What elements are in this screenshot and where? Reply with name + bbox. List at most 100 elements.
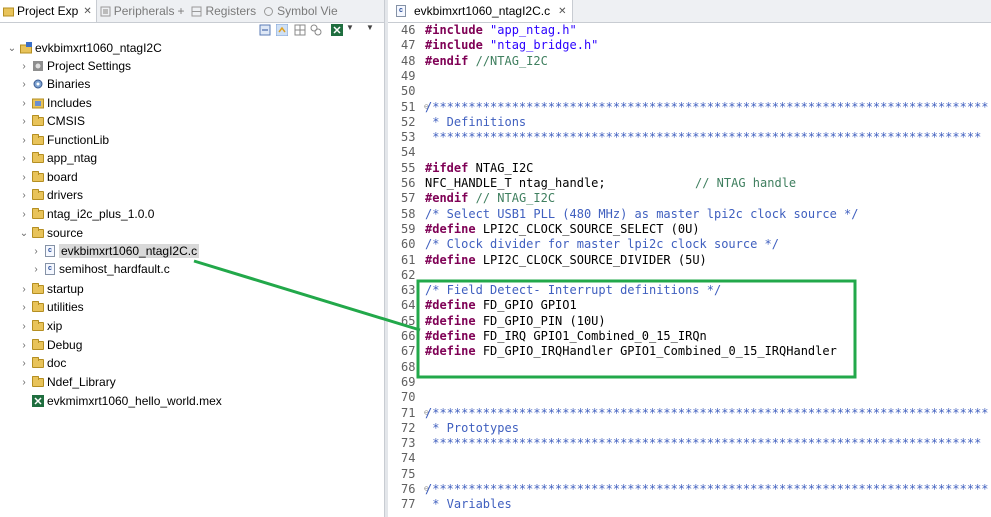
chevron-right-icon[interactable]: › <box>22 171 26 183</box>
chevron-right-icon[interactable]: › <box>22 301 26 313</box>
chevron-right-icon[interactable]: › <box>22 97 26 109</box>
folder-icon <box>32 357 44 369</box>
explorer-toolbar: ▼ ▼ <box>0 22 384 38</box>
tree-item-functionlib[interactable]: › FunctionLib <box>19 131 109 149</box>
left-view-tabbar: Project Exp ✕ Peripherals + Registers Sy… <box>0 0 384 23</box>
tree-item-source[interactable]: ⌄ source <box>19 224 83 242</box>
editor-tab[interactable]: c evkbimxrt1060_ntagI2C.c ✕ <box>388 0 574 22</box>
tab-label: Symbol Vie <box>277 4 338 18</box>
tree-item-xip[interactable]: › xip <box>19 317 62 335</box>
project-explorer-panel: Project Exp ✕ Peripherals + Registers Sy… <box>0 0 384 517</box>
tab-project-explorer[interactable]: Project Exp ✕ <box>0 0 97 22</box>
includes-icon <box>32 97 44 109</box>
code-line: 66#define FD_IRQ GPIO1_Combined_0_15_IRQ… <box>401 329 707 343</box>
view-menu-icon[interactable]: ▼ <box>366 23 374 32</box>
tree-item-ntag-i2c-plus[interactable]: › ntag_i2c_plus_1.0.0 <box>19 205 154 223</box>
fold-collapse-icon[interactable]: ⊖ <box>424 101 429 111</box>
chevron-right-icon[interactable]: › <box>34 263 38 275</box>
collapse-all-icon[interactable] <box>259 23 271 36</box>
chevron-right-icon[interactable]: › <box>22 60 26 72</box>
code-line: 72 * Prototypes <box>401 420 519 435</box>
chevron-right-icon[interactable]: › <box>22 115 26 127</box>
folder-icon <box>32 376 44 388</box>
chevron-right-icon[interactable]: › <box>22 208 26 220</box>
folder-icon <box>32 152 44 164</box>
tree-item-label: evkbimxrt1060_ntagI2C.c <box>59 244 200 258</box>
project-icon <box>20 42 32 54</box>
tree-item-cmsis[interactable]: › CMSIS <box>19 112 85 130</box>
tab-label: Project Exp <box>17 4 79 18</box>
tree-item-debug[interactable]: › Debug <box>19 336 82 354</box>
chevron-right-icon[interactable]: › <box>22 134 26 146</box>
tree-item-label: evkbimxrt1060_ntagI2C <box>35 41 162 55</box>
code-line: 46#include "app_ntag.h" <box>401 23 577 37</box>
chevron-right-icon[interactable]: › <box>22 78 26 90</box>
tab-symbol-viewer[interactable]: Symbol Vie <box>260 0 341 22</box>
tab-registers[interactable]: Registers <box>188 0 260 22</box>
tree-item-utilities[interactable]: › utilities <box>19 298 83 316</box>
folder-icon <box>32 208 44 220</box>
code-line: 55#ifdef NTAG_I2C <box>401 160 534 175</box>
chevron-right-icon[interactable]: › <box>34 245 38 257</box>
chevron-right-icon[interactable]: › <box>22 283 26 295</box>
tree-item-ndef-library[interactable]: › Ndef_Library <box>19 373 115 391</box>
close-icon[interactable]: ✕ <box>558 5 567 17</box>
filter-icon[interactable] <box>294 23 306 36</box>
close-icon[interactable]: ✕ <box>83 5 92 17</box>
code-line: 58/* Select USB1 PLL (480 MHz) as master… <box>401 206 859 221</box>
symbol-viewer-icon <box>263 6 274 17</box>
tree-item-includes[interactable]: › Includes <box>19 94 91 112</box>
code-line: 71⊖/************************************… <box>401 405 989 420</box>
code-line: 57#endif // NTAG_I2C <box>401 191 556 206</box>
tree-item-drivers[interactable]: › drivers <box>19 186 83 204</box>
mex-file-icon <box>32 395 44 407</box>
binaries-icon <box>32 78 44 90</box>
tree-item-label: board <box>47 170 78 184</box>
fold-collapse-icon[interactable]: ⊖ <box>424 484 429 493</box>
folder-icon <box>32 171 44 183</box>
tree-item-startup[interactable]: › startup <box>19 280 83 298</box>
chevron-right-icon[interactable]: › <box>22 320 26 332</box>
chevron-right-icon[interactable]: › <box>22 339 26 351</box>
tree-item-semihost-c-file[interactable]: › c semihost_hardfault.c <box>31 260 169 278</box>
chevron-right-icon[interactable]: › <box>22 376 26 388</box>
folder-icon <box>32 339 44 351</box>
chevron-right-icon[interactable]: › <box>22 357 26 369</box>
source-folder-icon <box>32 227 44 239</box>
mex-config-icon[interactable] <box>331 23 343 36</box>
tree-item-main-c-file[interactable]: › c evkbimxrt1060_ntagI2C.c <box>31 242 200 260</box>
folder-icon <box>32 115 44 127</box>
code-line: 51⊖/************************************… <box>401 99 989 114</box>
tree-item-mex-file[interactable]: evkmimxrt1060_hello_world.mex <box>19 392 222 410</box>
folder-icon <box>32 301 44 313</box>
code-line: 74 <box>401 451 416 466</box>
tab-label: Registers <box>205 4 257 18</box>
chevron-expanded-icon[interactable]: ⌄ <box>7 42 17 54</box>
registers-icon <box>191 6 202 17</box>
chevron-right-icon[interactable]: › <box>22 189 26 201</box>
code-line: 68 <box>401 359 416 374</box>
tree-item-board[interactable]: › board <box>19 168 78 186</box>
code-line: 63/* Field Detect- Interrupt definitions… <box>401 283 722 298</box>
tree-item-label: FunctionLib <box>47 133 110 147</box>
tab-peripherals[interactable]: Peripherals + <box>97 0 189 22</box>
panel-splitter[interactable] <box>384 0 388 517</box>
tree-item-label: Binaries <box>47 77 91 91</box>
chevron-down-icon[interactable]: ▼ <box>346 23 354 32</box>
tab-label: Peripherals <box>113 4 175 18</box>
link-with-editor-icon[interactable] <box>275 23 289 37</box>
code-line: 64#define FD_GPIO GPIO1 <box>401 298 577 313</box>
chevron-right-icon[interactable]: › <box>22 152 26 164</box>
tree-item-root[interactable]: ⌄ evkbimxrt1060_ntagI2C <box>7 39 162 57</box>
tree-item-doc[interactable]: › doc <box>19 354 66 372</box>
c-file-icon: c <box>44 245 56 257</box>
tree-item-app-ntag[interactable]: › app_ntag <box>19 149 97 167</box>
peripherals-icon <box>100 6 111 17</box>
tree-item-binaries[interactable]: › Binaries <box>19 75 90 93</box>
focus-icon[interactable] <box>310 23 322 36</box>
chevron-expanded-icon[interactable]: ⌄ <box>19 227 29 239</box>
tree-item-project-settings[interactable]: › Project Settings <box>19 57 131 75</box>
code-line: 73 *************************************… <box>401 436 982 451</box>
fold-collapse-icon[interactable]: ⊖ <box>424 407 429 417</box>
